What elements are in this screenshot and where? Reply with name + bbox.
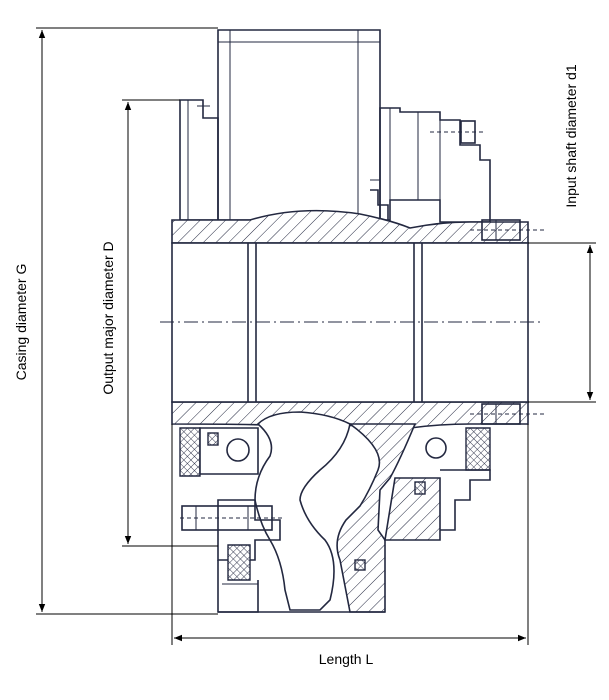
- input-shaft-diameter-label: Input shaft diameter d1: [563, 64, 579, 207]
- casing-diameter-label: Casing diameter G: [13, 264, 29, 381]
- length-label: Length L: [319, 651, 374, 667]
- upper-casing: [179, 29, 491, 223]
- dimension-input-shaft-diameter: [528, 242, 596, 403]
- dimension-output-major-diameter: [122, 99, 218, 547]
- lower-section: [179, 411, 491, 613]
- dimension-casing-diameter: [36, 27, 218, 615]
- dimension-length: [171, 424, 529, 645]
- output-major-diameter-label: Output major diameter D: [100, 241, 116, 394]
- hollow-shaft: [160, 209, 545, 429]
